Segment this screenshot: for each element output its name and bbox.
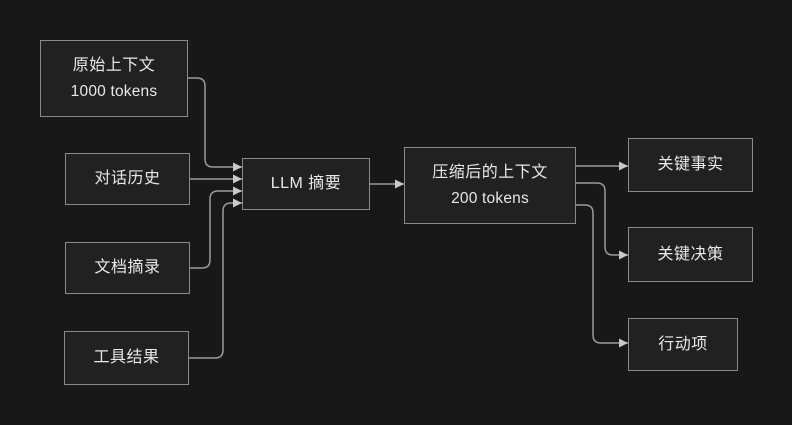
node-tool-results-label: 工具结果 [93,349,160,366]
node-action-items-label: 行动项 [658,335,708,353]
edge-tool-results-to-llm-summary [189,198,242,359]
node-compressed-context-tokens: 200 tokens [451,189,529,207]
node-original-context-label: 原始上下文 [72,56,156,74]
node-tool-results: 工具结果 [64,331,189,385]
node-doc-excerpts: 文档摘录 [65,242,190,294]
edge-doc-excerpts-to-llm-summary [190,186,242,269]
edge-original-context-to-llm-summary [188,77,242,172]
node-llm-summary-label: LLM 摘要 [270,175,342,192]
node-llm-summary: LLM 摘要 [242,158,370,210]
node-key-decisions-label: 关键决策 [657,245,724,263]
node-original-context: 原始上下文 1000 tokens [40,40,188,117]
node-compressed-context-label: 压缩后的上下文 [432,163,548,181]
edge-compressed-context-to-action-items [576,204,628,348]
node-original-context-tokens: 1000 tokens [70,82,158,100]
node-key-decisions: 关键决策 [628,227,753,282]
edge-compressed-context-to-key-decisions [576,182,628,260]
node-action-items: 行动项 [628,318,738,371]
node-chat-history: 对话历史 [65,153,190,205]
node-key-facts-label: 关键事实 [657,156,724,173]
node-key-facts: 关键事实 [628,138,753,192]
node-chat-history-label: 对话历史 [94,170,161,187]
node-compressed-context: 压缩后的上下文 200 tokens [404,147,576,224]
node-doc-excerpts-label: 文档摘录 [94,259,161,276]
